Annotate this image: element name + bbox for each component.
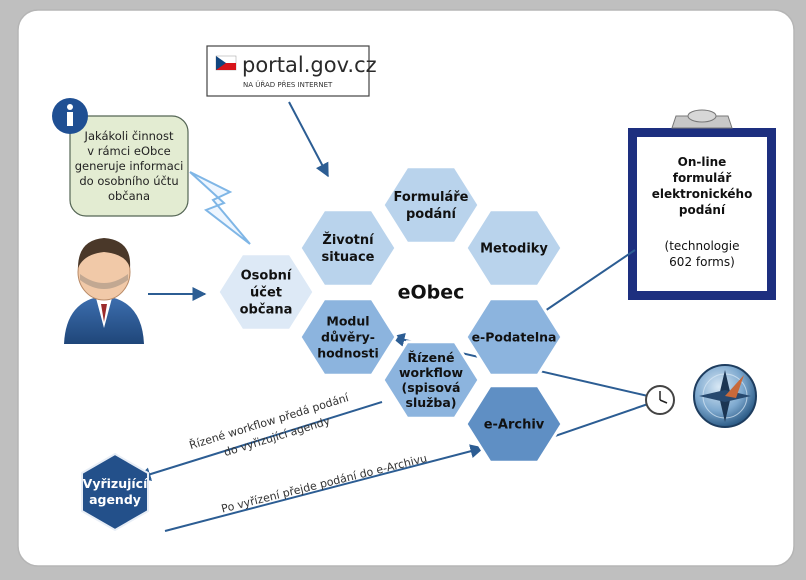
clock-icon[interactable] bbox=[645, 385, 675, 415]
text-line: generuje informaci bbox=[75, 159, 184, 173]
hex-label: Osobní účet občana bbox=[240, 269, 293, 318]
hex-label: e-Podatelna bbox=[472, 329, 557, 344]
text-line: e-Podatelna bbox=[472, 329, 557, 344]
compass-icon[interactable] bbox=[693, 364, 757, 428]
text-line: podání bbox=[679, 203, 726, 217]
text-line: do osobního účtu bbox=[79, 174, 178, 188]
hex-shape bbox=[298, 297, 398, 377]
portal-domain: portal.gov.cz bbox=[242, 53, 377, 77]
hex-formulare[interactable]: Formuláře podání bbox=[381, 165, 481, 245]
czech-flag-icon bbox=[215, 55, 237, 71]
hex-label: Metodiky bbox=[480, 242, 548, 257]
arrow-workflow-to-agenda bbox=[136, 401, 383, 481]
text-line: Formuláře bbox=[394, 190, 469, 205]
text-line: občana bbox=[240, 303, 293, 318]
hex-zivotni[interactable]: Životní situace bbox=[298, 208, 398, 288]
text-line: 602 forms) bbox=[669, 255, 735, 269]
arrow-portal-to-forms bbox=[288, 101, 329, 178]
text-line: e-Archiv bbox=[484, 418, 545, 433]
hex-shape bbox=[381, 252, 481, 332]
text-line: Jakákoli činnost bbox=[84, 129, 174, 143]
text-line: Vyřizující bbox=[83, 476, 148, 491]
hex-shape bbox=[381, 340, 481, 420]
text-line: situace bbox=[322, 250, 375, 265]
hex-shape bbox=[464, 384, 564, 464]
text-line: (technologie bbox=[665, 239, 740, 253]
text-line: elektronického bbox=[652, 187, 753, 201]
clipboard-form[interactable]: On-line formulář elektronického podání (tec… bbox=[628, 109, 776, 300]
text-line: Modul bbox=[326, 313, 369, 328]
text-line: hodnosti bbox=[317, 345, 379, 360]
text-line: Řízené bbox=[407, 350, 454, 365]
lightning-bolt-icon bbox=[189, 171, 251, 245]
hex-shape bbox=[216, 252, 316, 332]
portal-logo[interactable]: portal.gov.cz NA ÚŘAD PŘES INTERNET bbox=[206, 45, 377, 97]
text-line: Metodiky bbox=[480, 242, 548, 257]
portal-tagline: NA ÚŘAD PŘES INTERNET bbox=[243, 80, 333, 89]
arrow-agenda-to-archiv bbox=[164, 444, 485, 532]
text-line: On-line bbox=[678, 155, 727, 169]
hex-osobni[interactable]: Osobní účet občana bbox=[216, 252, 316, 332]
text-line: podání bbox=[406, 207, 458, 222]
text-line: eObec bbox=[398, 282, 465, 304]
user-avatar-icon bbox=[64, 238, 144, 344]
text-line: důvěry- bbox=[321, 329, 375, 344]
text-line: Osobní bbox=[241, 269, 293, 284]
text-line: občana bbox=[108, 189, 150, 203]
hex-archiv[interactable]: e-Archiv bbox=[464, 384, 564, 464]
info-icon bbox=[52, 98, 88, 134]
clipboard-title: On-line formulář elektronického podání bbox=[652, 155, 753, 217]
hex-shape bbox=[464, 208, 564, 288]
hex-center[interactable]: eObec bbox=[381, 252, 481, 332]
hex-shape bbox=[464, 297, 564, 377]
hex-label: e-Archiv bbox=[484, 418, 545, 433]
hex-label: Formuláře podání bbox=[394, 190, 469, 222]
text-line: v rámci eObce bbox=[87, 144, 170, 158]
text-line: služba) bbox=[406, 395, 457, 410]
hex-label: eObec bbox=[398, 282, 465, 304]
hex-shape bbox=[381, 165, 481, 245]
hex-metodiky[interactable]: Metodiky bbox=[464, 208, 564, 288]
hex-label: Životní situace bbox=[322, 232, 376, 265]
arrow-form-to-podatelna bbox=[531, 249, 636, 320]
clipboard-technology: (technologie 602 forms) bbox=[665, 239, 740, 269]
text-line: agendy bbox=[89, 492, 141, 507]
text-line: workflow bbox=[399, 365, 463, 380]
text-line: účet bbox=[250, 286, 282, 301]
text-line: (spisová bbox=[402, 380, 461, 395]
text-line: formulář bbox=[673, 171, 732, 185]
hex-podatelna[interactable]: e-Podatelna bbox=[464, 297, 564, 377]
hex-shape bbox=[298, 208, 398, 288]
text-line: Životní bbox=[322, 232, 375, 248]
